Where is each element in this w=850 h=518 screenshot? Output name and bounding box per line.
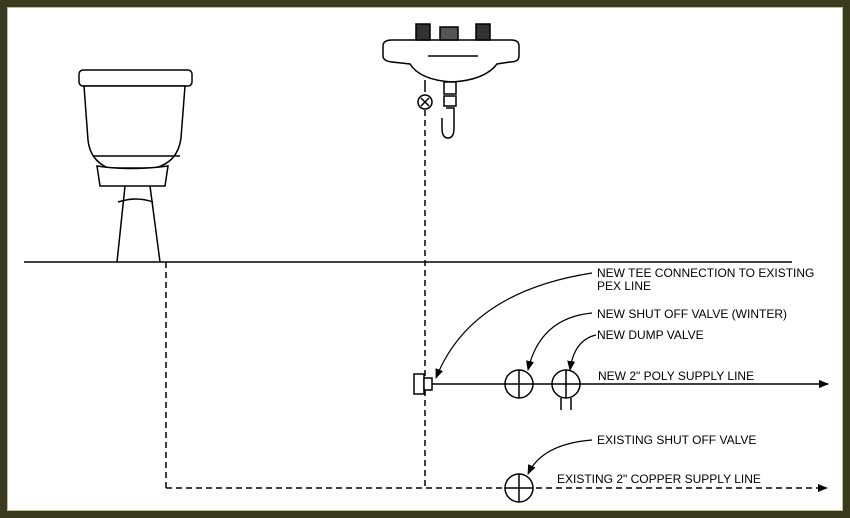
label-existing-shut-off-valve: EXISTING SHUT OFF VALVE [597, 433, 757, 447]
label-new-tee-connection: NEW TEE CONNECTION TO EXISTING PEX LINE [597, 266, 815, 293]
toilet-icon [78, 69, 193, 263]
tee-connection-icon [413, 373, 433, 395]
label-new-dump-valve: NEW DUMP VALVE [597, 328, 704, 342]
label-new-shut-off-valve: NEW SHUT OFF VALVE (WINTER) [597, 307, 788, 321]
sink-icon [382, 23, 520, 139]
existing-pex-lines [165, 110, 818, 489]
dump-valve-icon [551, 369, 581, 410]
existing-shut-off-valve-icon [504, 473, 534, 503]
label-new-supply-line: NEW 2" POLY SUPPLY LINE [598, 369, 755, 383]
label-existing-supply-line: EXISTING 2" COPPER SUPPLY LINE [557, 472, 761, 486]
callout-leaders [435, 272, 597, 475]
new-shut-off-valve-icon [504, 369, 534, 399]
